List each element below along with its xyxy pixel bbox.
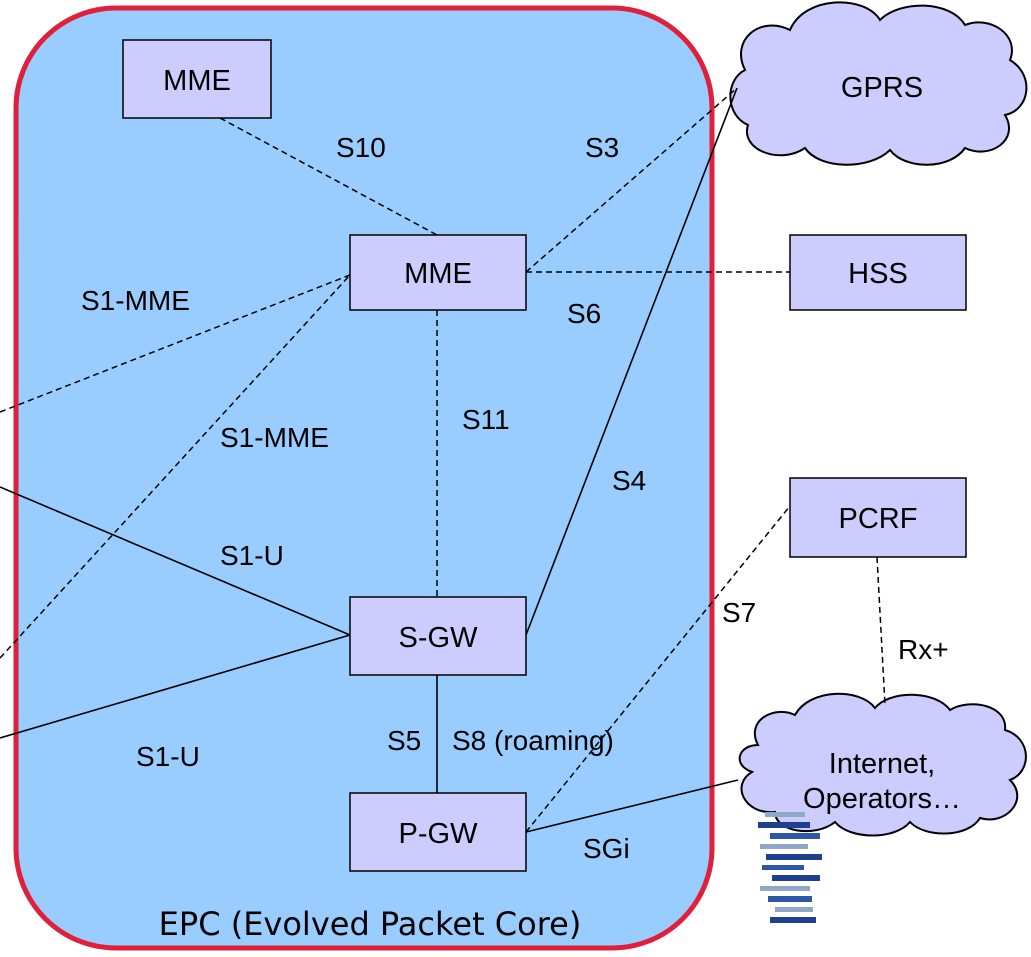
- s4-link: [525, 87, 738, 636]
- gprs-cloud-shape: [729, 1, 1028, 166]
- pcrf-label: PCRF: [839, 503, 918, 535]
- gprs-cloud: [729, 1, 1028, 166]
- internet-label-line1: Internet,: [829, 748, 935, 780]
- pgw-node: P-GW: [349, 792, 527, 872]
- rx-link: [876, 556, 886, 706]
- s1-mme-link-b: [0, 274, 351, 659]
- internet-label-line2: Operators…: [803, 783, 961, 815]
- s3-label: S3: [585, 132, 619, 163]
- s1-mme-label-b: S1-MME: [220, 422, 329, 453]
- s1-mme-link-a: [0, 274, 351, 413]
- gprs-label: GPRS: [841, 72, 923, 104]
- s1-u-link-b: [0, 634, 351, 739]
- mme-peer-label: MME: [163, 65, 231, 97]
- s10-link: [219, 117, 438, 236]
- s4-label: S4: [612, 465, 646, 496]
- s8-label: S8 (roaming): [452, 725, 614, 756]
- mme-peer-node: MME: [122, 39, 272, 119]
- sgw-node: S-GW: [349, 596, 527, 676]
- sgi-link: [525, 779, 739, 833]
- mme-label: MME: [404, 258, 472, 290]
- s6-label: S6: [567, 298, 601, 329]
- hss-label: HSS: [848, 258, 908, 290]
- pcrf-node: PCRF: [789, 477, 967, 558]
- hss-node: HSS: [789, 234, 967, 311]
- s1-u-label-b: S1-U: [136, 741, 200, 772]
- s1-u-label-a: S1-U: [220, 540, 284, 571]
- s3-link: [525, 87, 738, 273]
- s5-label: S5: [387, 725, 421, 756]
- s1-mme-label-a: S1-MME: [81, 285, 190, 316]
- epc-caption: EPC (Evolved Packet Core): [159, 905, 582, 943]
- stacked-bars-logo-icon: [758, 812, 822, 923]
- s1-u-link-a: [0, 486, 351, 636]
- s7-label: S7: [722, 597, 756, 628]
- pgw-label: P-GW: [399, 818, 479, 850]
- epc-region: [13, 5, 715, 951]
- sgw-label: S-GW: [399, 622, 479, 654]
- s10-label: S10: [336, 132, 386, 163]
- sgi-label: SGi: [583, 833, 630, 864]
- rx-label: Rx+: [898, 634, 949, 665]
- mme-node: MME: [349, 234, 527, 311]
- s11-label: S11: [462, 404, 510, 435]
